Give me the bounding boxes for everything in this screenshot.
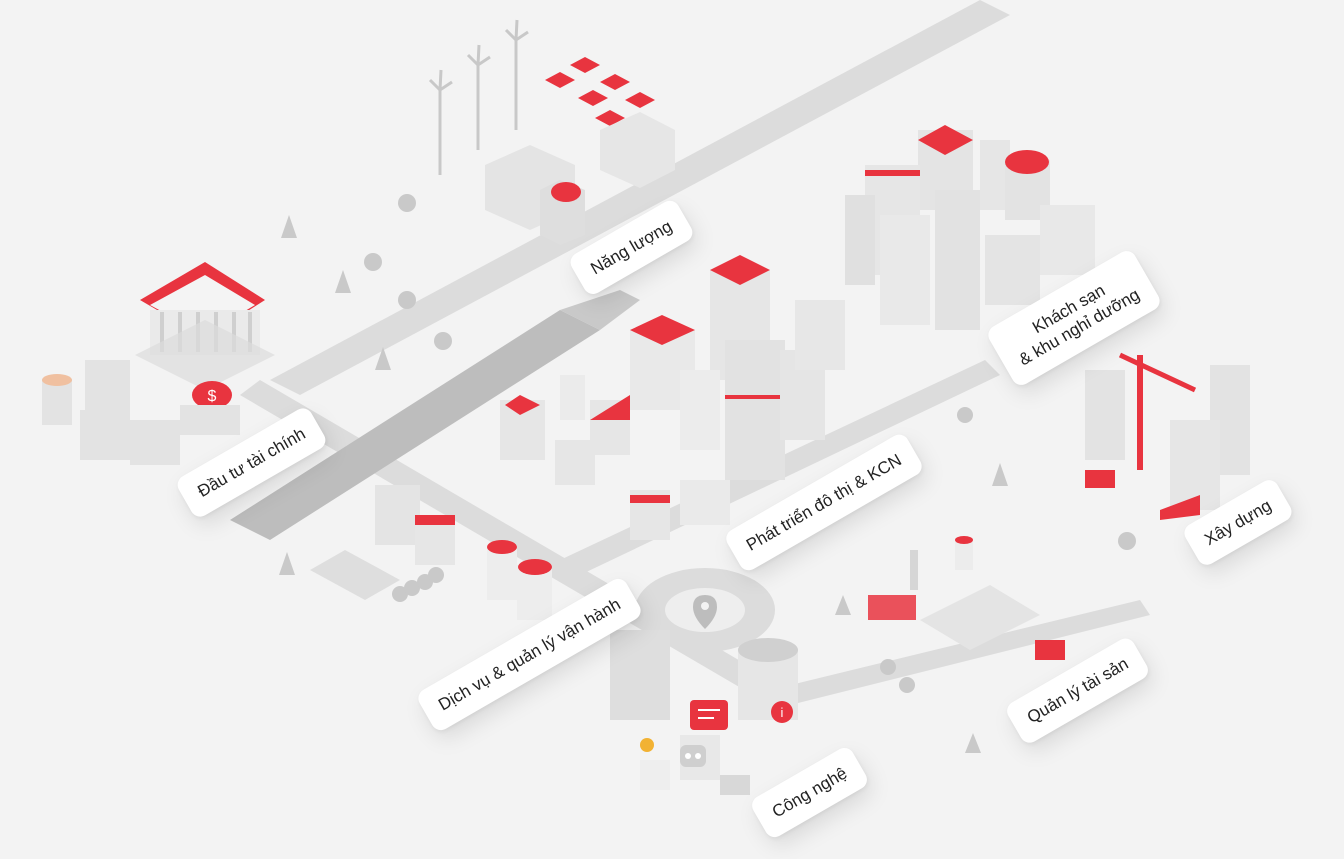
services-facilities <box>310 485 552 620</box>
wind-turbines <box>428 19 529 175</box>
info-bubble-icon: i <box>771 701 793 723</box>
asset-warehouses <box>868 536 1065 660</box>
dollar-coin-icon: $ <box>192 381 232 409</box>
robot-icon <box>680 745 706 767</box>
chat-bubble-icon <box>690 700 728 730</box>
location-pin-icon <box>693 595 717 629</box>
bank-icon <box>135 262 275 390</box>
light-bulb-icon <box>640 738 654 752</box>
svg-text:$: $ <box>208 388 217 405</box>
solar-panels <box>545 57 655 126</box>
trees <box>279 194 1136 753</box>
city-center <box>500 255 845 540</box>
construction-site <box>1085 352 1250 520</box>
power-plant <box>485 112 675 245</box>
finance-buildings <box>42 360 240 465</box>
river <box>230 290 640 540</box>
hotel-district <box>845 125 1095 330</box>
technology-hub <box>610 630 798 795</box>
svg-text:i: i <box>781 705 784 720</box>
